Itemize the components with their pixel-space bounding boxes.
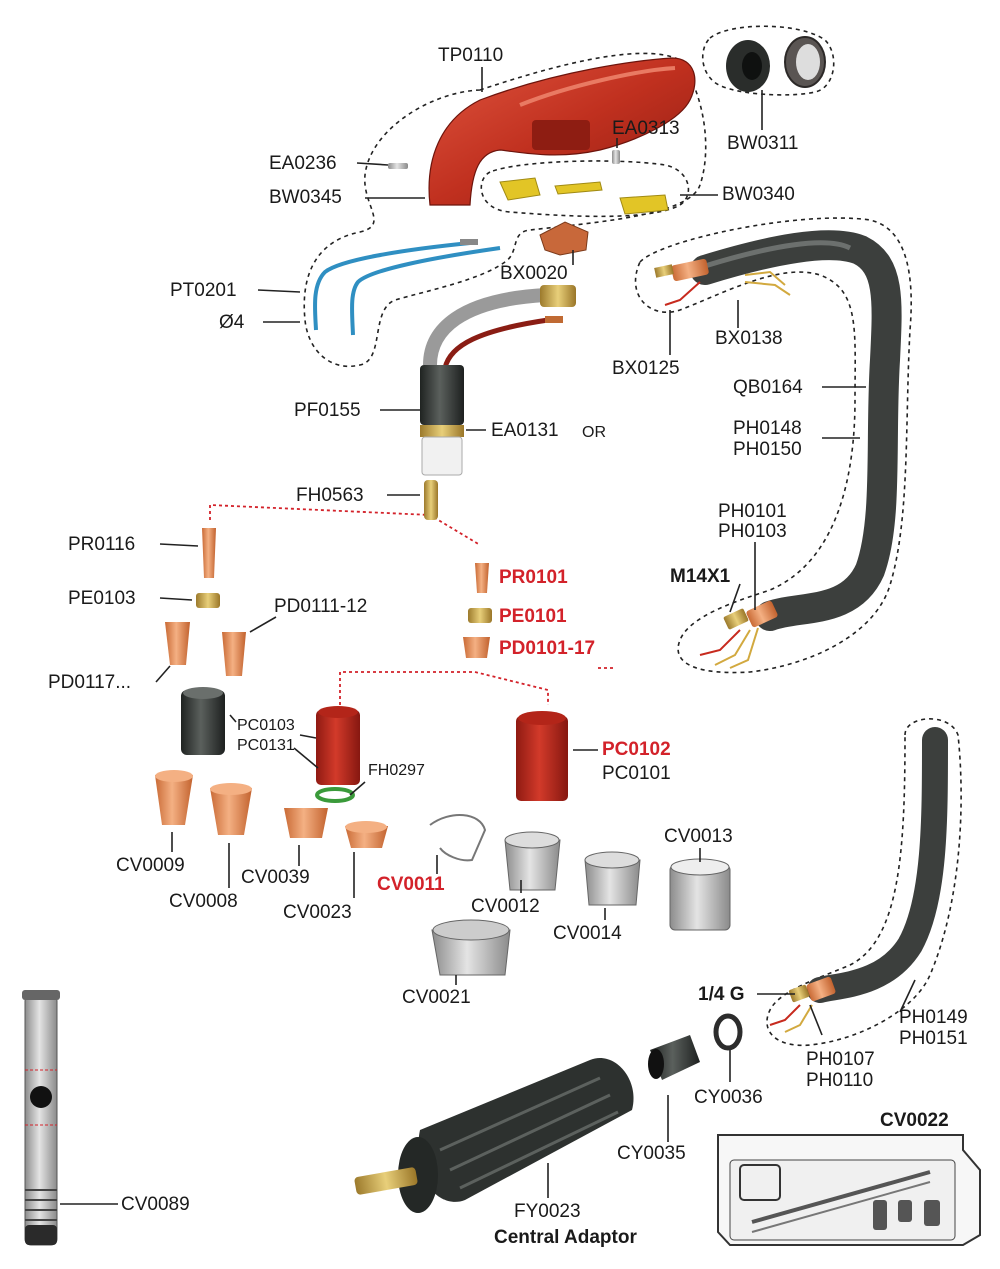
steel-parts (429, 813, 731, 976)
central-adaptor (354, 1058, 634, 1213)
label-dia4: Ø4 (219, 312, 245, 333)
label-pc0101: PC0101 (602, 763, 671, 784)
label-cy0036: CY0036 (694, 1087, 763, 1108)
label-cv0014: CV0014 (553, 923, 622, 944)
label-qb0164: QB0164 (733, 377, 803, 398)
label-pd0111-12: PD0111-12 (274, 596, 368, 617)
label-ea0131: EA0131 (491, 420, 559, 441)
label-fy0023: FY0023 (514, 1201, 581, 1222)
label-bw0340: BW0340 (722, 184, 795, 205)
label-pc0131: PC0131 (237, 737, 295, 754)
label-ea0131-or: OR (582, 424, 606, 441)
label-cv0039: CV0039 (241, 867, 310, 888)
label-ph0103: PH0103 (718, 521, 787, 542)
label-ph0148: PH0148 (733, 418, 802, 439)
label-ea0236: EA0236 (269, 153, 337, 174)
torch-neck (423, 285, 576, 369)
label-pe0101: PE0101 (499, 606, 567, 627)
option-connectors (209, 504, 616, 705)
label-pc0103: PC0103 (237, 717, 295, 734)
label-quarter-g: 1/4 G (698, 984, 745, 1005)
hose-qb0164 (654, 230, 902, 669)
tool-cv0089 (22, 990, 60, 1246)
label-pc0102: PC0102 (602, 739, 671, 760)
label-ph0150: PH0150 (733, 439, 802, 460)
label-tp0110: TP0110 (438, 45, 504, 66)
label-bx0138: BX0138 (715, 328, 783, 349)
label-ph0110: PH0110 (806, 1070, 874, 1091)
label-fh0563: FH0563 (296, 485, 364, 506)
label-bx0125: BX0125 (612, 358, 680, 379)
label-pr0116: PR0116 (68, 534, 136, 555)
label-pd0117: PD0117... (48, 672, 132, 693)
screw-ea0236 (388, 163, 408, 169)
label-ph0101: PH0101 (718, 501, 787, 522)
torch-head (420, 365, 464, 476)
label-central-adaptor: Central Adaptor (494, 1227, 637, 1248)
torch-handle (428, 57, 696, 206)
label-m14x1: M14X1 (670, 566, 731, 587)
sleeve-rings (726, 36, 826, 92)
label-cv0021: CV0021 (402, 987, 471, 1008)
coolant-tubes (312, 241, 501, 336)
hose-ph0149 (769, 727, 948, 1033)
electrode-fh0563 (424, 480, 438, 520)
label-cv0011: CV0011 (377, 874, 445, 895)
leader-lines (60, 67, 916, 1205)
label-pd0101-17: PD0101-17 (499, 638, 596, 659)
label-bw0345: BW0345 (269, 187, 342, 208)
switch-bx0020 (539, 221, 589, 256)
label-pr0101: PR0101 (499, 567, 568, 588)
kit-box-cv0022 (717, 1134, 981, 1246)
label-pf0155: PF0155 (294, 400, 361, 421)
label-ph0151: PH0151 (899, 1028, 968, 1049)
yellow-clips (499, 177, 669, 215)
label-cy0035: CY0035 (617, 1143, 686, 1164)
label-ph0107: PH0107 (806, 1049, 875, 1070)
label-bw0311: BW0311 (727, 133, 799, 154)
ring-cy0036 (713, 1013, 743, 1051)
label-cv0089: CV0089 (121, 1194, 190, 1215)
label-bx0020: BX0020 (500, 263, 568, 284)
consumables (155, 528, 568, 848)
nut-cy0035 (648, 1035, 700, 1080)
label-cv0013: CV0013 (664, 826, 733, 847)
label-cv0022: CV0022 (880, 1110, 949, 1131)
label-pt0201: PT0201 (170, 280, 237, 301)
label-cv0023: CV0023 (283, 902, 352, 923)
label-pe0103: PE0103 (68, 588, 136, 609)
screw-ea0313 (612, 150, 620, 164)
label-fh0297: FH0297 (368, 762, 425, 779)
label-cv0008: CV0008 (169, 891, 238, 912)
label-cv0009: CV0009 (116, 855, 185, 876)
label-ea0313: EA0313 (612, 118, 680, 139)
label-cv0012: CV0012 (471, 896, 540, 917)
label-ph0149: PH0149 (899, 1007, 968, 1028)
group-outlines (303, 25, 962, 1047)
